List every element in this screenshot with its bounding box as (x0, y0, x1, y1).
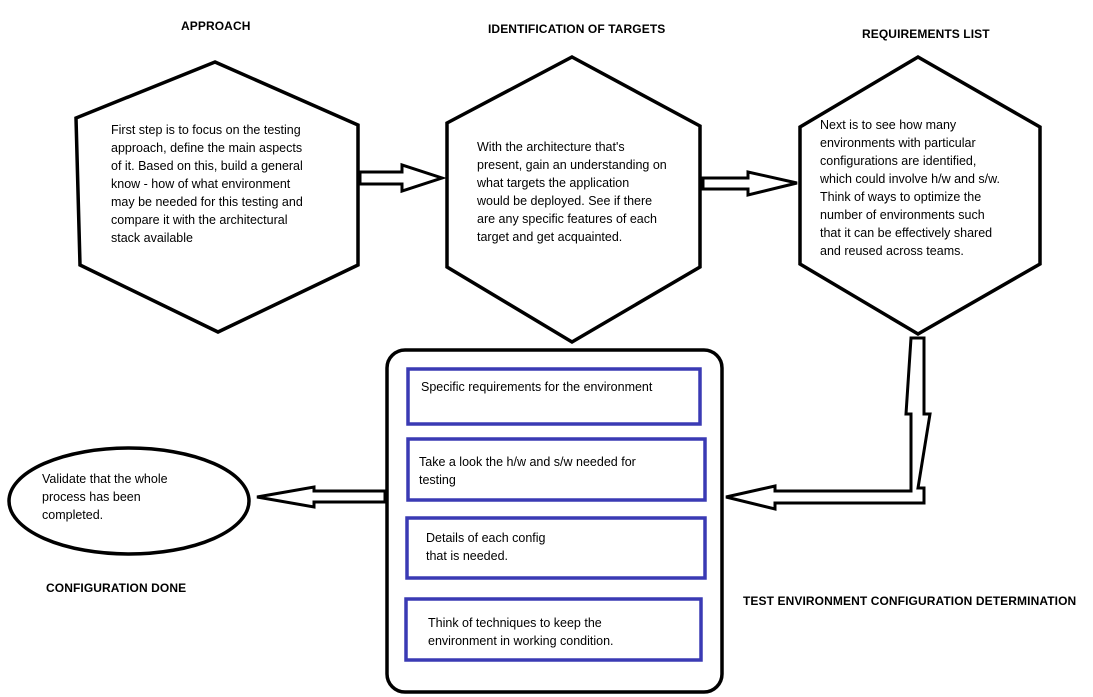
requirements-hexagon (798, 54, 1042, 337)
determination-item-text: Specific requirements for the environmen… (421, 380, 653, 394)
validate-ellipse (7, 446, 251, 556)
arrow-requirements-to-determination (725, 336, 932, 511)
configuration-done-heading: CONFIGURATION DONE (46, 581, 187, 595)
identification-heading: IDENTIFICATION OF TARGETS (488, 22, 666, 36)
determination-item-text: Details of each config that is needed. (426, 531, 546, 563)
identification-hexagon (445, 55, 702, 345)
approach-text: First step is to focus on the testing ap… (111, 123, 303, 245)
requirements-text: Next is to see how many environments wit… (820, 118, 1000, 258)
arrow-identification-to-requirements (701, 170, 798, 197)
identification-text: With the architecture that's present, ga… (477, 140, 667, 244)
determination-item-box (405, 516, 707, 580)
determination-heading: TEST ENVIRONMENT CONFIGURATION DETERMINA… (743, 594, 1077, 608)
determination-item-box (406, 367, 702, 426)
requirements-heading: REQUIREMENTS LIST (862, 27, 990, 41)
determination-item-text: Take a look the h/w and s/w needed for t… (419, 455, 636, 487)
arrow-approach-to-identification (358, 162, 447, 194)
approach-hexagon (74, 60, 360, 334)
arrow-determination-to-validate (256, 485, 387, 509)
determination-item-box (404, 597, 703, 662)
approach-heading: APPROACH (181, 19, 251, 33)
determination-item-box (406, 437, 707, 502)
determination-item-text: Think of techniques to keep the environm… (428, 616, 614, 648)
validate-text: Validate that the whole process has been… (42, 472, 168, 522)
